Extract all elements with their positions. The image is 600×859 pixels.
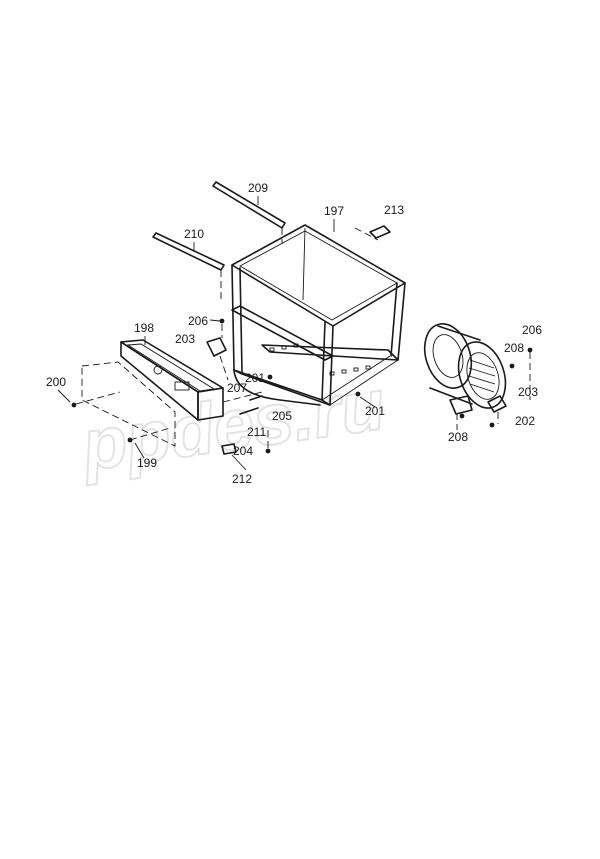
callout-212: 212 [232,472,252,486]
callout-211: 211 [247,425,266,439]
part-213-label [369,225,391,239]
callout-213: 213 [384,203,404,217]
callout-198: 198 [134,321,154,335]
part-199-panel-plate [75,361,176,447]
part-209-rail [212,181,286,244]
callout-201-right: 201 [365,404,385,418]
part-203-bracket-right [487,395,507,424]
callout-203-left: 203 [175,332,195,346]
callout-202: 202 [515,414,535,428]
callout-206-right: 206 [522,323,542,337]
part-210-rail [152,232,225,302]
callout-200: 200 [46,375,66,389]
callout-209: 209 [248,181,268,195]
callout-210: 210 [184,227,204,241]
alternator-assembly [423,323,507,430]
part-203-bracket-left [206,337,229,381]
callout-201-left: 201 [245,371,265,385]
leader-lines [57,196,376,471]
callout-204: 204 [233,444,253,458]
callout-203-right: 203 [518,385,538,399]
callout-208-top: 208 [504,341,524,355]
callout-labels: 209 197 213 210 206 206 198 203 208 201 … [46,181,542,486]
part-197-frame [231,224,406,406]
callout-205: 205 [272,409,292,423]
callout-206-left: 206 [188,314,208,328]
callout-197: 197 [324,204,344,218]
part-198-panel-box [120,339,263,421]
callout-199: 199 [137,456,157,470]
fasteners [71,318,533,455]
callout-207: 207 [227,381,247,395]
callout-208-bottom: 208 [448,430,468,444]
